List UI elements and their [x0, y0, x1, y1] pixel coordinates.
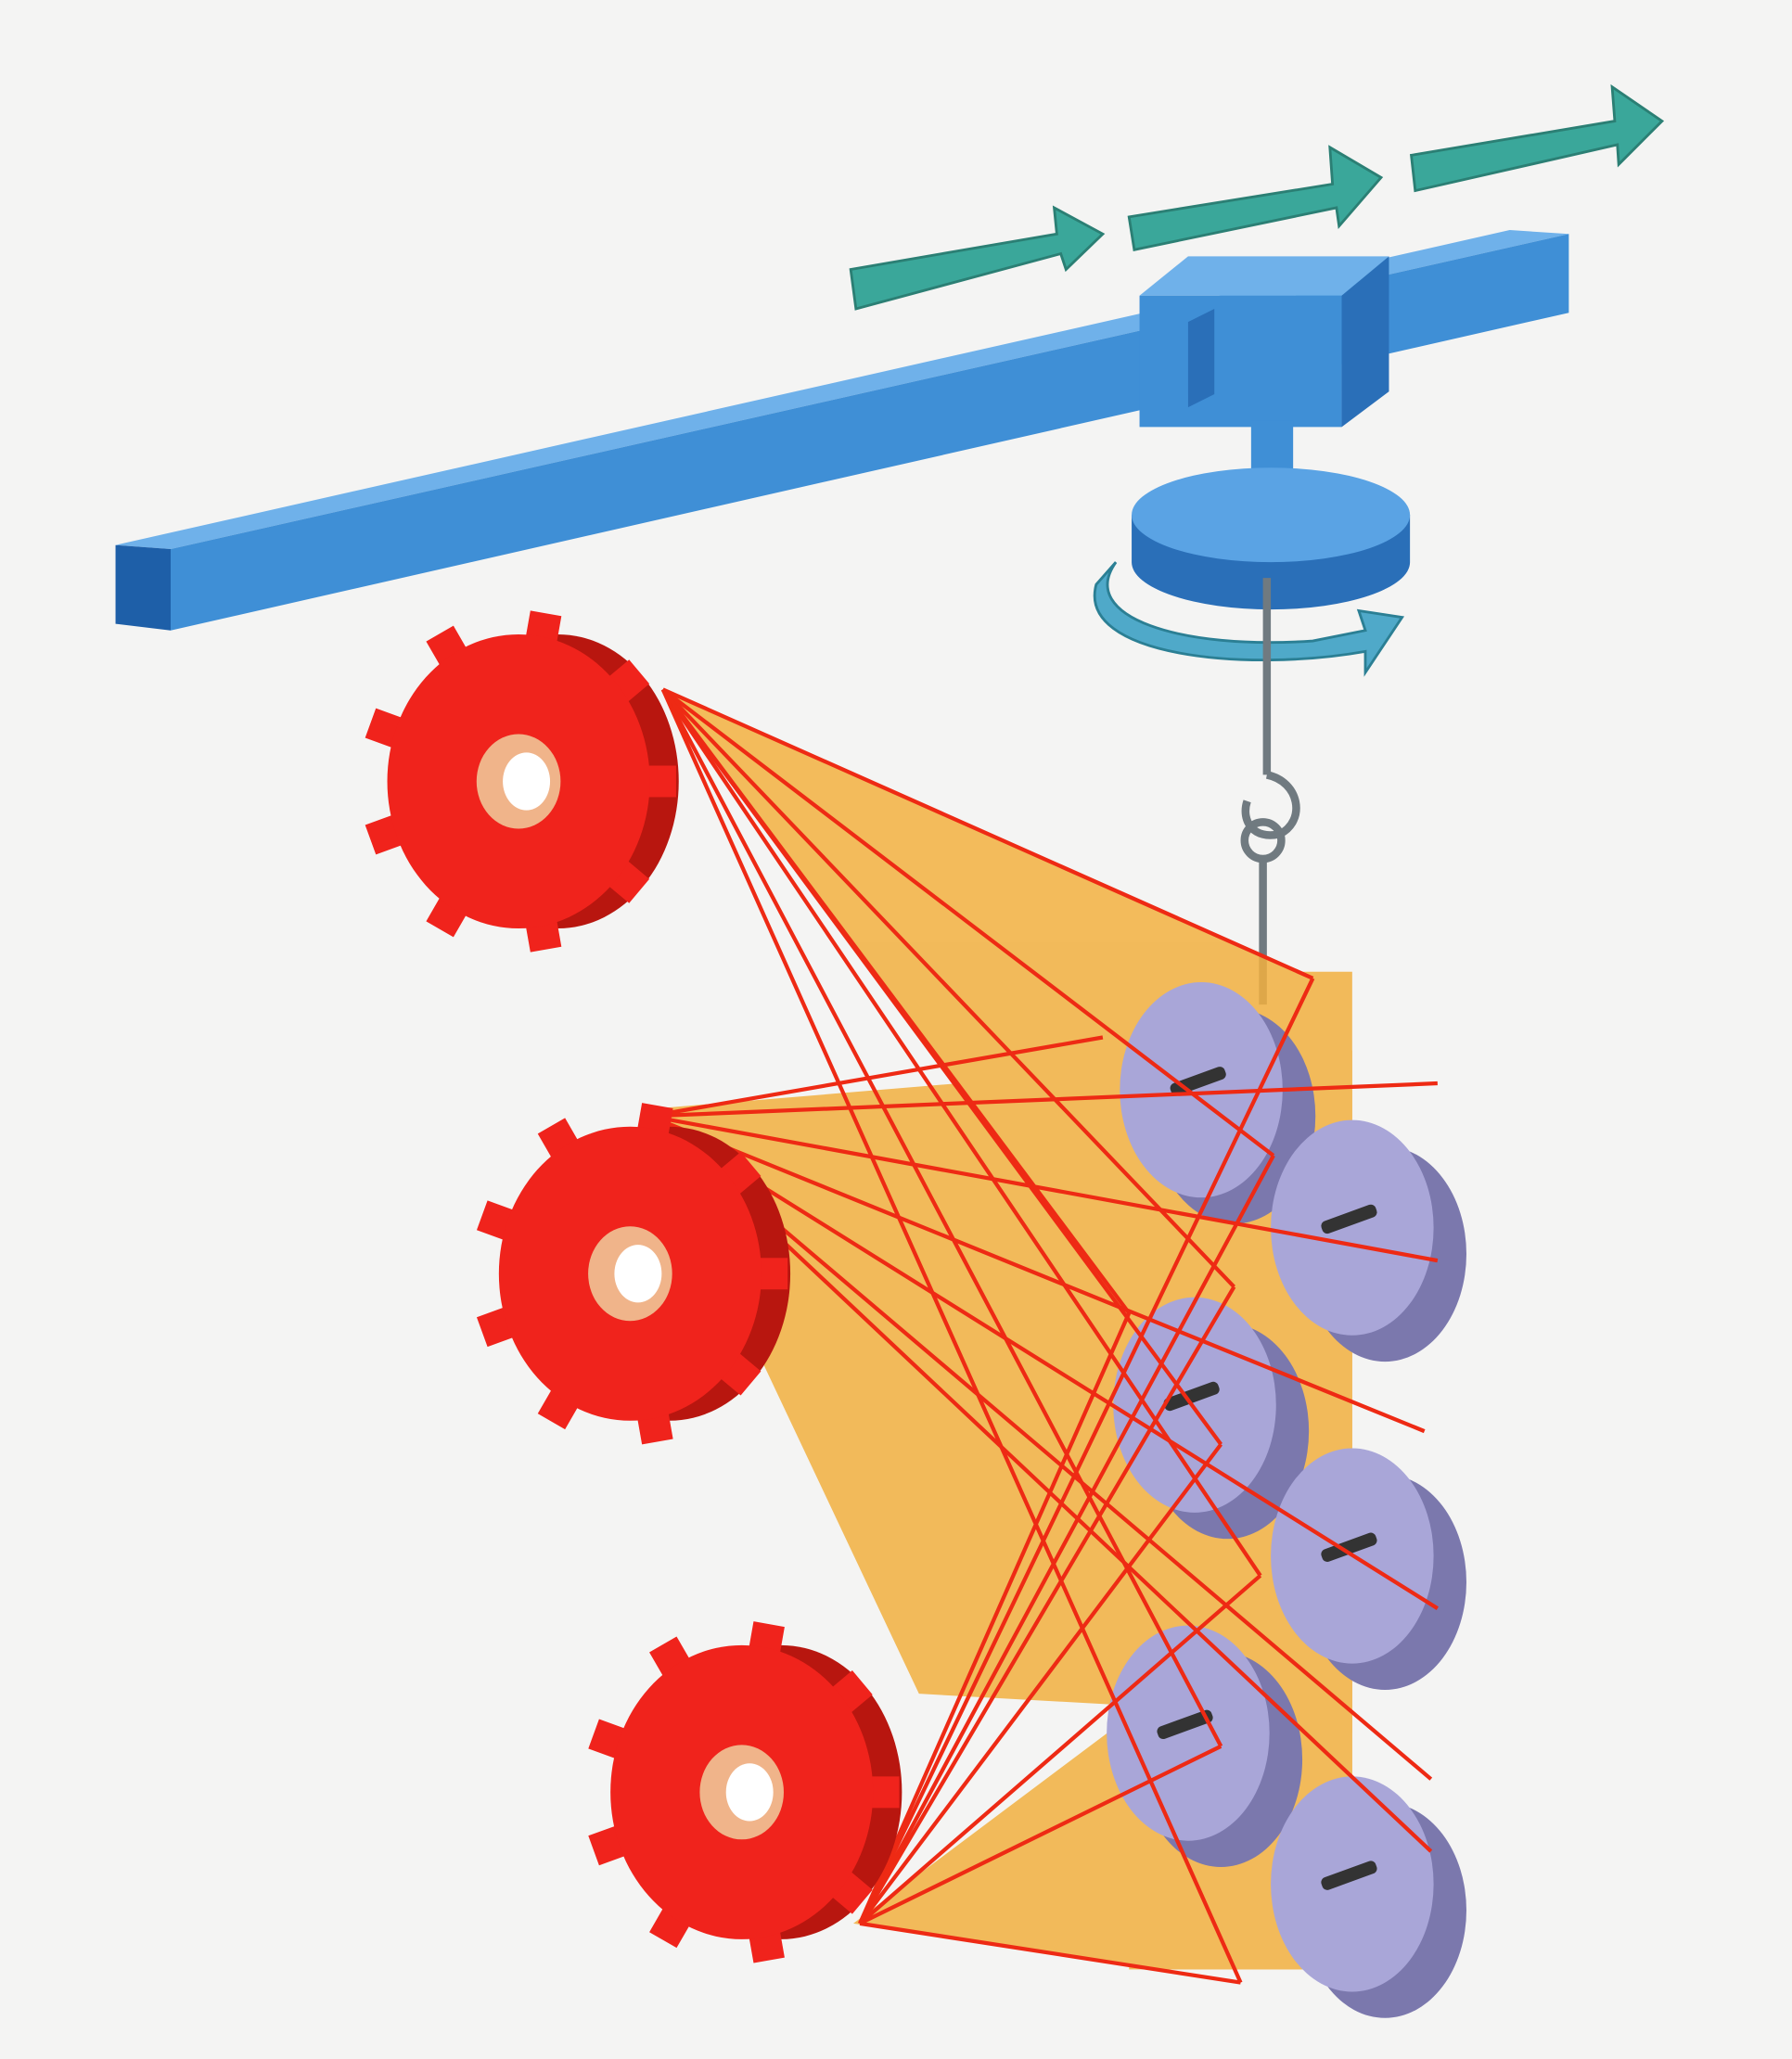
gear [365, 610, 679, 953]
thread-line [858, 1285, 1236, 1925]
gear [588, 1621, 902, 1963]
thread-line [661, 687, 1314, 980]
thread-line [661, 687, 1275, 1157]
gear [476, 1103, 791, 1445]
thread-line [649, 1081, 1438, 1119]
thread-line [648, 1114, 1439, 1610]
thread-line [858, 1154, 1275, 1925]
spool [1107, 1625, 1303, 1868]
thread-line [858, 1311, 1132, 1925]
thread-line [660, 688, 1243, 1984]
gears [365, 610, 902, 1963]
thread-line [859, 1744, 1222, 1925]
thread-line [649, 1114, 1439, 1263]
thread-line [661, 687, 1235, 1288]
carriage-block [1139, 256, 1389, 428]
spool [1120, 982, 1316, 1224]
arrow-icon-3 [1409, 83, 1665, 193]
thread-line [648, 1114, 1426, 1434]
arrow-icon-1 [849, 205, 1106, 311]
thread-line [859, 1921, 1241, 1985]
direction-arrows [849, 83, 1665, 311]
thread-line [858, 977, 1315, 1925]
thread-line [649, 1035, 1104, 1119]
spool [1271, 1119, 1466, 1362]
spool [1271, 1776, 1466, 2018]
arrow-icon-2 [1127, 145, 1384, 251]
thread-line [661, 688, 1131, 1314]
rotation-arrow-icon [1093, 561, 1405, 677]
rotating-disk [1132, 467, 1411, 610]
bobbin-spools [1107, 982, 1466, 2018]
thread-line [858, 1574, 1262, 1925]
thread-line [661, 688, 1262, 1577]
thread-line [858, 1442, 1223, 1925]
